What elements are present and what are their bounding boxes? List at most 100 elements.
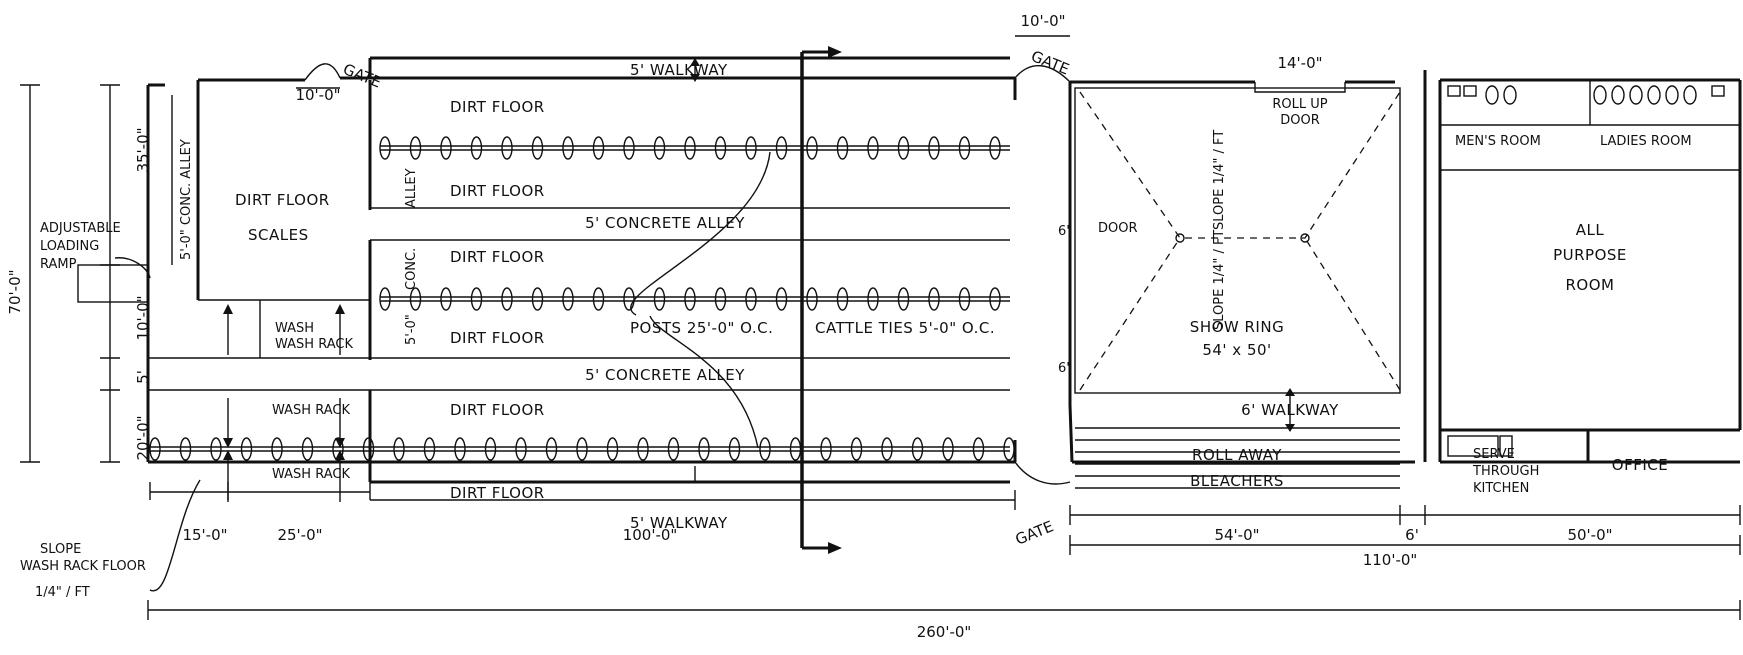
door-dim-1: 6' [1058,224,1070,239]
cattle-tie-oval [958,136,971,160]
loading-ramp [77,257,151,303]
posts-leaders [149,151,771,592]
cattle-tie-oval [698,437,710,461]
bleachers-1: ROLL AWAY [1192,446,1282,464]
dim-70: 70'-0" [6,269,24,314]
drain-arrows [223,304,345,502]
slope-2: SLOPE 1/4" / FT [1212,230,1227,330]
cattle-tie-oval [470,136,483,160]
slope-note-3: 1/4" / FT [35,585,90,600]
cattle-tie-oval [989,287,1001,311]
cattle-tie-oval [562,287,574,311]
cattle-tie-oval [637,437,649,461]
dim-260: 260'-0" [917,623,972,641]
dirt-floor-5: DIRT FLOOR [450,401,545,419]
kitchen-3: KITCHEN [1473,481,1529,496]
cattle-tie-oval [409,136,422,160]
cattle-tie-oval [789,437,802,461]
cattle-tie-oval [179,437,192,461]
wash-rack-1-a: WASH [275,321,314,336]
wash-rack-1: WASH RACK [275,337,353,352]
walkway-bottom: 5' WALKWAY [630,514,728,532]
cattle-tie-oval [867,287,879,311]
barn-walls [146,56,1017,484]
kitchen-1: SERVE [1473,447,1515,462]
dirt-floor-3: DIRT FLOOR [450,248,545,266]
cattle-tie-oval [484,437,497,461]
dirt-floor-4: DIRT FLOOR [450,329,545,347]
cattle-tie-oval [240,437,253,461]
dim-110: 110'-0" [1363,551,1418,569]
wash-rack-2: WASH RACK [272,403,350,418]
bleachers [1075,427,1400,489]
dim-20: 20'-0" [134,415,152,460]
cattle-tie-oval [989,136,1001,160]
cattle-tie-oval [911,437,924,461]
dirt-floor-2: DIRT FLOOR [450,182,545,200]
walkway-top: 5' WALKWAY [630,61,728,79]
cattle-tie-oval [501,287,513,311]
cattle-ties-note: CATTLE TIES 5'-0" O.C. [815,319,995,337]
dim-54: 54'-0" [1214,526,1259,544]
cattle-tie-oval [379,136,391,160]
walkway-ring: 6' WALKWAY [1241,401,1339,419]
dim-15: 15'-0" [182,526,227,544]
door-dim-2: 6' [1058,361,1070,376]
dirt-floor-6: DIRT FLOOR [450,484,545,502]
gate-width-dim-2: 10'-0" [1020,12,1065,30]
cattle-tie-oval [393,437,405,461]
roll-up-door-1: ROLL UP [1272,97,1327,112]
cattle-tie-oval [775,136,788,160]
cattle-tie-oval [440,287,452,311]
cattle-tie-oval [897,136,910,160]
concrete-alley-1: 5' CONCRETE ALLEY [585,214,745,232]
cattle-tie-oval [728,437,741,461]
restroom-fixtures [1447,85,1725,105]
cattle-tie-oval [1003,437,1015,461]
stall-partitions [148,95,1010,391]
dim-35: 35'-0" [134,127,152,172]
dim-10: 10'-0" [134,295,152,340]
cattle-tie-oval [881,437,893,461]
cattle-tie-oval [501,136,513,160]
cattle-tie-oval [972,437,985,461]
cattle-tie-oval [149,437,161,461]
cattle-tie-oval [806,136,818,160]
gate-width-dim-1: 10'-0" [295,86,340,104]
cattle-tie-oval [820,437,832,461]
cattle-tie-oval [531,287,544,311]
section-line [800,46,842,554]
gate-swings [304,63,1071,485]
mens-room: MEN'S ROOM [1455,134,1541,149]
dim-100: 100'-0" [623,526,678,544]
cattle-tie-oval [440,136,452,160]
slope-note-2: WASH RACK FLOOR [20,559,146,574]
cattle-tie-oval [897,287,910,311]
cattle-tie-oval [271,437,283,461]
cattle-tie-oval [623,136,635,160]
cattle-tie-oval [714,287,727,311]
conc-side-2: CONC. [404,248,419,290]
roll-up-door-2: DOOR [1280,113,1320,128]
cattle-tie-oval [623,287,635,311]
cattle-tie-oval [684,136,696,160]
kitchen-2: THROUGH [1472,464,1539,479]
ramp-label-1: ADJUSTABLE [40,221,121,236]
all-purpose-walls [1423,70,1742,464]
cattle-tie-oval [423,437,436,461]
cattle-tie-oval [806,287,818,311]
gate-label-1: GATE [341,60,384,91]
cattle-tie-oval [836,136,849,160]
cattle-tie-oval [409,287,422,311]
all-purpose-2: PURPOSE [1553,246,1627,264]
cattle-tie-oval [606,437,619,461]
cattle-tie-oval [562,136,574,160]
slope-1: SLOPE 1/4" / FT [1212,130,1227,230]
cattle-tie-oval [362,437,375,461]
cattle-tie-oval [714,136,727,160]
cattle-tie-oval [928,136,940,160]
cattle-tie-oval [531,136,544,160]
cattle-tie-oval [653,136,666,160]
cattle-tie-oval [836,287,849,311]
conc-alley-vertical: 5'-0" CONC. ALLEY [179,139,194,260]
